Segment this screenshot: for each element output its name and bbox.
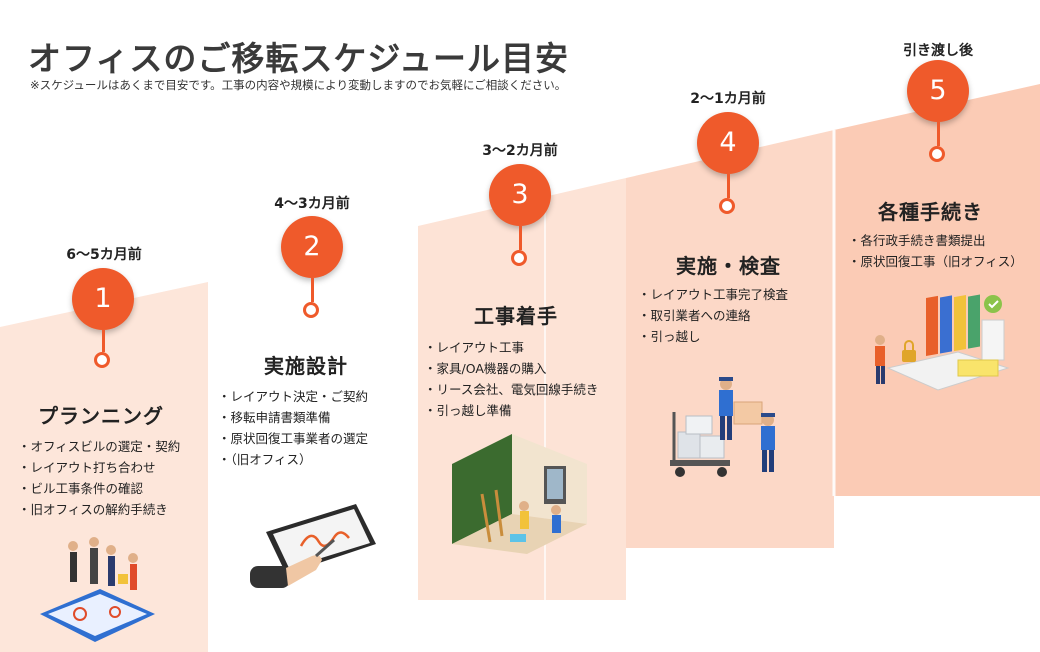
- step-1-number-badge: 1: [72, 268, 134, 330]
- step-5-connector: [937, 122, 940, 146]
- step-3-task: レイアウト工事: [424, 337, 598, 358]
- page-subtitle: ※スケジュールはあくまで目安です。工事の内容や規模により変動しますのでお気軽にご…: [30, 78, 567, 92]
- step-2-task: 移転申請書類準備: [218, 407, 368, 428]
- step-3-task: 家具/OA機器の購入: [424, 358, 598, 379]
- step-2-heading: 実施設計: [264, 354, 348, 378]
- step-2-timing: 4～3カ月前: [274, 196, 350, 212]
- step-5-heading: 各種手続き: [878, 200, 983, 224]
- step-2-task: 原状回復工事業者の選定: [218, 428, 369, 449]
- step-1-task: レイアウト打ち合わせ: [18, 457, 180, 478]
- step-1-task: 旧オフィスの解約手続き: [18, 499, 180, 520]
- step-4-task-list: レイアウト工事完了検査 取引業者への連絡 引っ越し: [638, 284, 789, 347]
- step-3-task: 引っ越し準備: [424, 400, 598, 421]
- step-1-node: [94, 352, 110, 368]
- step-5-task: 各行政手続き書類提出: [848, 230, 1023, 251]
- step-3-node: [511, 250, 527, 266]
- step-5-task-list: 各行政手続き書類提出 原状回復工事（旧オフィス）: [848, 230, 1023, 272]
- step-3-connector: [519, 226, 522, 250]
- step-2-task: レイアウト決定・ご契約: [218, 386, 369, 407]
- step-5-node: [929, 146, 945, 162]
- step-4-task: 引っ越し: [638, 326, 788, 347]
- step-1-task-list: オフィスビルの選定・契約 レイアウト打ち合わせ ビル工事条件の確認 旧オフィスの…: [18, 436, 181, 520]
- step-2-connector: [311, 278, 314, 302]
- step-3-timing: 3～2カ月前: [482, 143, 558, 159]
- step-4-timing: 2～1カ月前: [690, 91, 766, 107]
- step-1-connector: [102, 330, 105, 352]
- step-2-task-list: レイアウト決定・ご契約 移転申請書類準備 原状回復工事業者の選定 （旧オフィス）: [218, 386, 369, 470]
- page-title: オフィスのご移転スケジュール目安: [28, 39, 570, 78]
- step-2-number-badge: 2: [281, 216, 343, 278]
- step-2-task: （旧オフィス）: [218, 449, 368, 470]
- step-4-number-badge: 4: [697, 112, 759, 174]
- step-1-task: オフィスビルの選定・契約: [18, 436, 181, 457]
- step-2-node: [303, 302, 319, 318]
- step-5-timing: 引き渡し後: [903, 43, 973, 59]
- planning-meeting-illustration: [40, 537, 155, 642]
- step-3-task-list: レイアウト工事 家具/OA機器の購入 リース会社、電気回線手続き 引っ越し準備: [424, 337, 599, 421]
- step-5-task: 原状回復工事（旧オフィス）: [848, 251, 1023, 272]
- step-3-number-badge: 3: [489, 164, 551, 226]
- step-1-heading: プランニング: [38, 404, 164, 428]
- step-4-task: 取引業者への連絡: [638, 305, 788, 326]
- step-4-task: レイアウト工事完了検査: [638, 284, 789, 305]
- movers-boxes-illustration: [670, 377, 775, 477]
- step-3-task: リース会社、電気回線手続き: [424, 379, 599, 400]
- step-1-timing: 6～5カ月前: [66, 247, 142, 263]
- step-5-number-badge: 5: [907, 60, 969, 122]
- step-1-task: ビル工事条件の確認: [18, 478, 180, 499]
- step-4-heading: 実施・検査: [676, 254, 781, 278]
- step-3-heading: 工事着手: [474, 304, 558, 328]
- step-4-connector: [727, 174, 730, 198]
- documents-binders-illustration: [875, 294, 1010, 391]
- tablet-signature-illustration: [250, 504, 376, 588]
- construction-room-illustration: [452, 434, 587, 554]
- step-4-node: [719, 198, 735, 214]
